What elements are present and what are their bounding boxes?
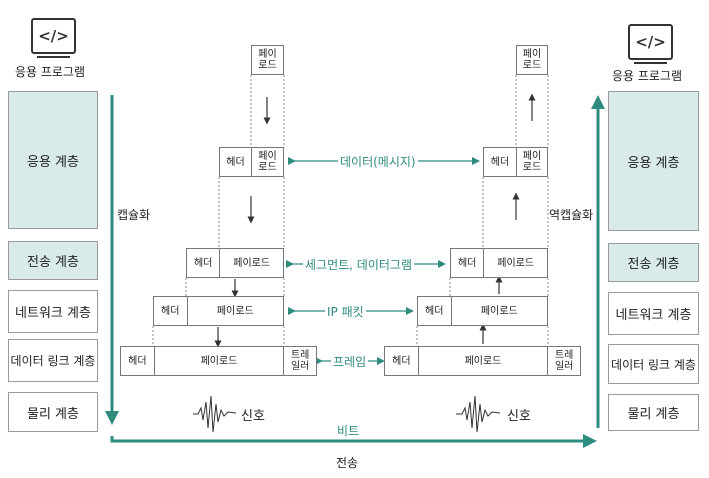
- left-app-message: 헤더 페이 로드: [219, 147, 284, 177]
- pdu-label-ip-packet: IP 패킷: [325, 303, 366, 320]
- left-signal-label: 신호: [241, 409, 265, 424]
- trailer-cell: 트레 일러: [547, 347, 580, 375]
- right-app-message: 헤더 페이 로드: [483, 147, 548, 177]
- right-transport-layer: 전송 계층: [608, 243, 699, 282]
- left-ip-packet: 헤더 페이로드: [153, 296, 284, 326]
- left-app-window-icon: </>: [31, 18, 76, 58]
- payload-cell: 페이로드: [153, 347, 284, 375]
- header-cell: 헤더: [161, 305, 180, 317]
- left-app-label: 응용 프로그램: [15, 65, 86, 79]
- header-cell: 헤더: [457, 257, 477, 269]
- trailer-cell: 트레 일러: [283, 347, 316, 375]
- left-segment: 헤더 페이로드: [186, 248, 284, 278]
- left-application-layer: 응용 계층: [8, 91, 98, 229]
- bit-label: 비트: [335, 422, 362, 439]
- code-glyph: </>: [38, 27, 69, 45]
- left-app-payload: 페이 로드: [251, 45, 284, 75]
- right-segment: 헤더 페이로드: [450, 248, 548, 278]
- right-frame: 헤더 페이로드 트레 일러: [384, 346, 581, 376]
- left-network-layer: 네트워크 계층: [8, 290, 98, 333]
- payload-cell: 페이로드: [450, 297, 548, 325]
- encapsulation-label: 캡슐화: [117, 208, 151, 222]
- payload-cell: 페이 로드: [258, 49, 277, 71]
- left-datalink-layer: 데이터 링크 계층: [8, 339, 98, 382]
- code-glyph: </>: [635, 33, 666, 51]
- header-cell: 헤더: [193, 257, 213, 269]
- payload-cell: 페이 로드: [251, 148, 283, 176]
- right-datalink-layer: 데이터 링크 계층: [608, 344, 699, 384]
- right-app-label: 응용 프로그램: [612, 69, 683, 83]
- signal-waveform: [193, 395, 501, 433]
- payload-cell: 페이 로드: [522, 49, 542, 71]
- right-ip-packet: 헤더 페이로드: [417, 296, 548, 326]
- payload-cell: 페이로드: [483, 249, 547, 277]
- header-cell: 헤더: [128, 355, 147, 367]
- header-cell: 헤더: [226, 156, 245, 168]
- header-cell: 헤더: [425, 305, 444, 317]
- pdu-label-frame: 프레임: [331, 353, 369, 370]
- payload-cell: 페이 로드: [515, 148, 547, 176]
- left-frame: 헤더 페이로드 트레 일러: [120, 346, 317, 376]
- header-cell: 헤더: [490, 156, 510, 168]
- right-network-layer: 네트워크 계층: [608, 292, 699, 335]
- right-application-layer: 응용 계층: [608, 91, 699, 231]
- pdu-label-data: 데이터(메시지): [338, 153, 418, 170]
- decapsulation-label: 역캡슐화: [549, 208, 594, 222]
- pdu-label-segment: 세그먼트, 데이터그램: [303, 256, 414, 273]
- payload-cell: 페이로드: [186, 297, 284, 325]
- right-app-window-icon: </>: [628, 24, 673, 64]
- transmission-label: 전송: [336, 456, 359, 470]
- right-signal-label: 신호: [507, 409, 531, 424]
- header-cell: 헤더: [392, 355, 411, 367]
- payload-cell: 페이로드: [219, 249, 283, 277]
- left-physical-layer: 물리 계층: [8, 392, 98, 432]
- left-transport-layer: 전송 계층: [8, 241, 98, 280]
- payload-cell: 페이로드: [417, 347, 548, 375]
- right-app-payload: 페이 로드: [516, 45, 548, 75]
- right-physical-layer: 물리 계층: [608, 394, 699, 431]
